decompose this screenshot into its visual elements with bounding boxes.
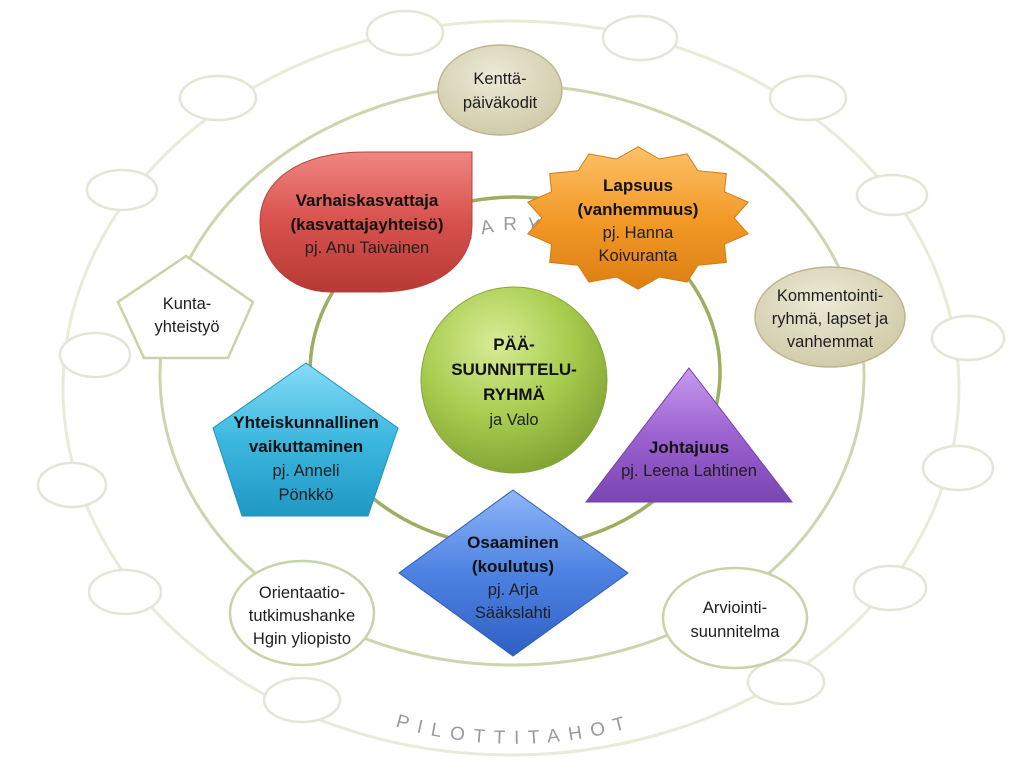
empty-node [768, 74, 848, 122]
group-lapsuus-line2: (vanhemmuus) [578, 200, 699, 219]
outer-arc-label-text: PILOTTITAHOT [394, 711, 627, 749]
group-osaaminen: Osaaminen (koulutus) pj. Arja Sääkslahti [398, 489, 629, 657]
pilot-kunta: Kunta- yhteistyö [116, 254, 255, 360]
group-yhteis-line2: vaikuttaminen [249, 437, 363, 456]
group-varhaiskasvattaja: Varhaiskasvattaja (kasvattajayhteisö) pj… [259, 151, 473, 293]
pilot-kunta-line1: Kunta- [163, 295, 212, 313]
group-yhteis-line1: Yhteiskunnallinen [233, 413, 378, 432]
pilot-kommentointi-line2: ryhmä, lapset ja [772, 310, 889, 328]
group-lapsuus: Lapsuus (vanhemmuus) pj. Hanna Koivurant… [526, 146, 750, 290]
lapsuus-starburst [526, 146, 750, 290]
pilot-orientaatio-line3: Hgin yliopisto [253, 630, 351, 648]
pilot-kentta-line2: päiväkodit [463, 94, 538, 112]
pilot-orientaatio-line2: tutkimushanke [249, 607, 355, 625]
pilot-kentta-line1: Kenttä- [473, 70, 526, 88]
empty-node [921, 444, 995, 492]
empty-node [601, 14, 679, 62]
group-yhteiskunnallinen: Yhteiskunnallinen vaikuttaminen pj. Anne… [212, 362, 399, 517]
group-lapsuus-line4: Koivuranta [599, 247, 679, 265]
pilot-orientaatio: Orientaatio- tutkimushanke Hgin yliopist… [228, 559, 376, 667]
pilot-kentta: Kenttä- päiväkodit [437, 44, 563, 136]
empty-node [855, 173, 929, 217]
group-varhais-line1: Varhaiskasvattaja [296, 191, 439, 210]
group-osaaminen-line1: Osaaminen [467, 533, 559, 552]
pilot-kommentointi-line1: Kommentointi- [777, 287, 883, 305]
group-paasuunnitteluryhma: PÄÄ- SUUNNITTELU- RYHMÄ ja Valo [420, 286, 608, 474]
empty-node [930, 314, 1006, 362]
empty-node [746, 658, 826, 706]
pilot-arviointi: Arviointi- suunnitelma [661, 566, 809, 670]
empty-node [85, 168, 159, 212]
empty-node [58, 331, 132, 379]
group-yhteis-line3: pj. Anneli [273, 462, 340, 480]
empty-node-group [36, 9, 1006, 724]
group-johtajuus-line2: pj. Leena Lahtinen [621, 462, 757, 480]
outer-arc-label: PILOTTITAHOT [394, 711, 636, 749]
center-line4: ja Valo [488, 411, 538, 429]
pilot-orientaatio-line1: Orientaatio- [259, 584, 345, 602]
center-line2: SUUNNITTELU- [451, 360, 577, 379]
group-yhteis-line4: Pönkkö [278, 486, 333, 504]
group-johtajuus-line1: Johtajuus [649, 438, 729, 457]
pilot-arviointi-line2: suunnitelma [691, 623, 781, 641]
outer-ring [61, 19, 961, 757]
pilot-kommentointi-line3: vanhemmat [787, 333, 874, 351]
center-line1: PÄÄ- [493, 335, 535, 354]
group-varhais-line3: pj. Anu Taivainen [305, 239, 429, 257]
group-osaaminen-line4: Sääkslahti [475, 604, 551, 622]
group-lapsuus-line1: Lapsuus [603, 176, 673, 195]
pilot-kommentointi: Kommentointi- ryhmä, lapset ja vanhemmat [754, 266, 906, 368]
group-varhais-line2: (kasvattajayhteisö) [290, 215, 443, 234]
pilot-arviointi-line1: Arviointi- [703, 599, 767, 617]
empty-node [36, 461, 108, 509]
group-osaaminen-line3: pj. Arja [488, 581, 539, 599]
pilot-kunta-line2: yhteistyö [154, 318, 219, 336]
group-johtajuus: Johtajuus pj. Leena Lahtinen [584, 367, 794, 503]
group-lapsuus-line3: pj. Hanna [603, 224, 674, 242]
empty-node [178, 74, 258, 122]
empty-node [365, 9, 445, 57]
empty-node [852, 564, 928, 612]
empty-node [262, 676, 342, 724]
center-line3: RYHMÄ [483, 385, 545, 404]
group-osaaminen-line2: (koulutus) [472, 557, 554, 576]
empty-node [87, 568, 163, 616]
